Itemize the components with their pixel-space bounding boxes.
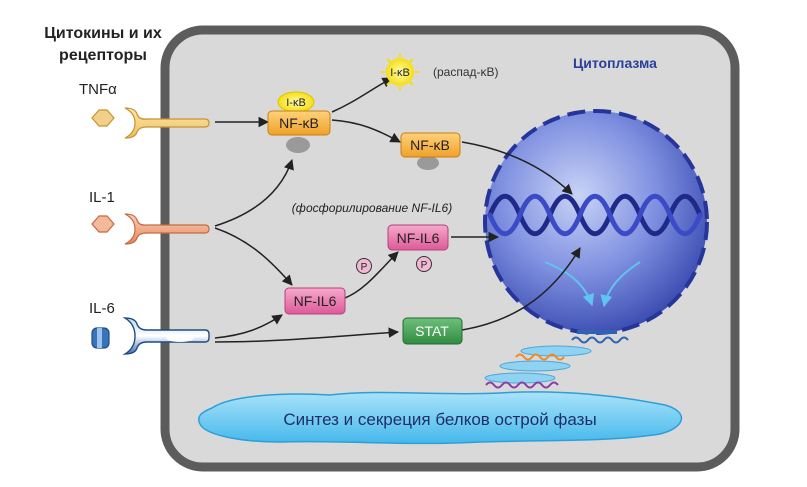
complex-nfkb-label: NF-κB <box>279 115 319 131</box>
arrow-il1-to-complex <box>214 159 294 227</box>
arrow-nfil6-to-phos <box>344 251 399 299</box>
ikb-released-label: I-κB <box>390 67 410 79</box>
ikb-decay-label: (распад-κB) <box>433 65 499 79</box>
arrow-complex-to-ikb <box>331 77 393 113</box>
nfil6-phos-label: NF-IL6 <box>397 230 440 246</box>
nfkb-ikb-complex <box>267 91 331 153</box>
phospho-mark-2 <box>356 258 372 274</box>
arrow-il1-to-nfil6 <box>214 227 293 286</box>
secretion-pool <box>198 391 683 445</box>
il1-receptor <box>91 213 210 245</box>
phospho-mark-1 <box>416 256 432 272</box>
ikb-released-icon <box>381 53 419 91</box>
heading-line-2: рецепторы <box>59 47 147 64</box>
il1-label: IL-1 <box>89 189 115 206</box>
nucleus <box>483 109 709 335</box>
nfkb-free <box>400 132 461 170</box>
phosphorylation-note: (фосфорилирование NF-IL6) <box>292 201 452 215</box>
stat-label: STAT <box>415 323 449 339</box>
il6-label: IL-6 <box>89 300 115 317</box>
synthesis-label: Синтез и секреция белков острой фазы <box>283 410 596 429</box>
tnf-receptor <box>91 107 210 139</box>
transcription-arrow-right <box>600 261 641 308</box>
arrow-il6-to-nfil6 <box>214 314 283 339</box>
phospho-mark-1-label: P <box>421 260 428 271</box>
complex-ikb-label: I-κB <box>286 97 306 109</box>
nfil6-label: NF-IL6 <box>294 293 337 309</box>
nfil6-phos-box <box>387 224 449 251</box>
tnf-label: TNFα <box>79 81 117 98</box>
arrow-stat-to-nucleus <box>461 247 581 331</box>
heading-line-1: Цитокины и их <box>44 25 162 42</box>
arrow-complex-to-nfkb <box>331 119 401 143</box>
mrna-strands <box>484 330 629 389</box>
dna-helix <box>487 193 703 237</box>
phospho-mark-2-label: P <box>361 262 368 273</box>
arrow-il6-to-stat <box>214 327 400 343</box>
nfil6-box <box>284 287 346 315</box>
arrow-nfkb-to-nucleus <box>461 141 573 195</box>
stat-box <box>402 317 463 345</box>
cytoplasm-label: Цитоплазма <box>573 55 657 71</box>
transcription-arrow-left <box>544 261 595 307</box>
nfkb-free-label: NF-κB <box>410 137 450 153</box>
il6-receptor <box>91 317 210 355</box>
